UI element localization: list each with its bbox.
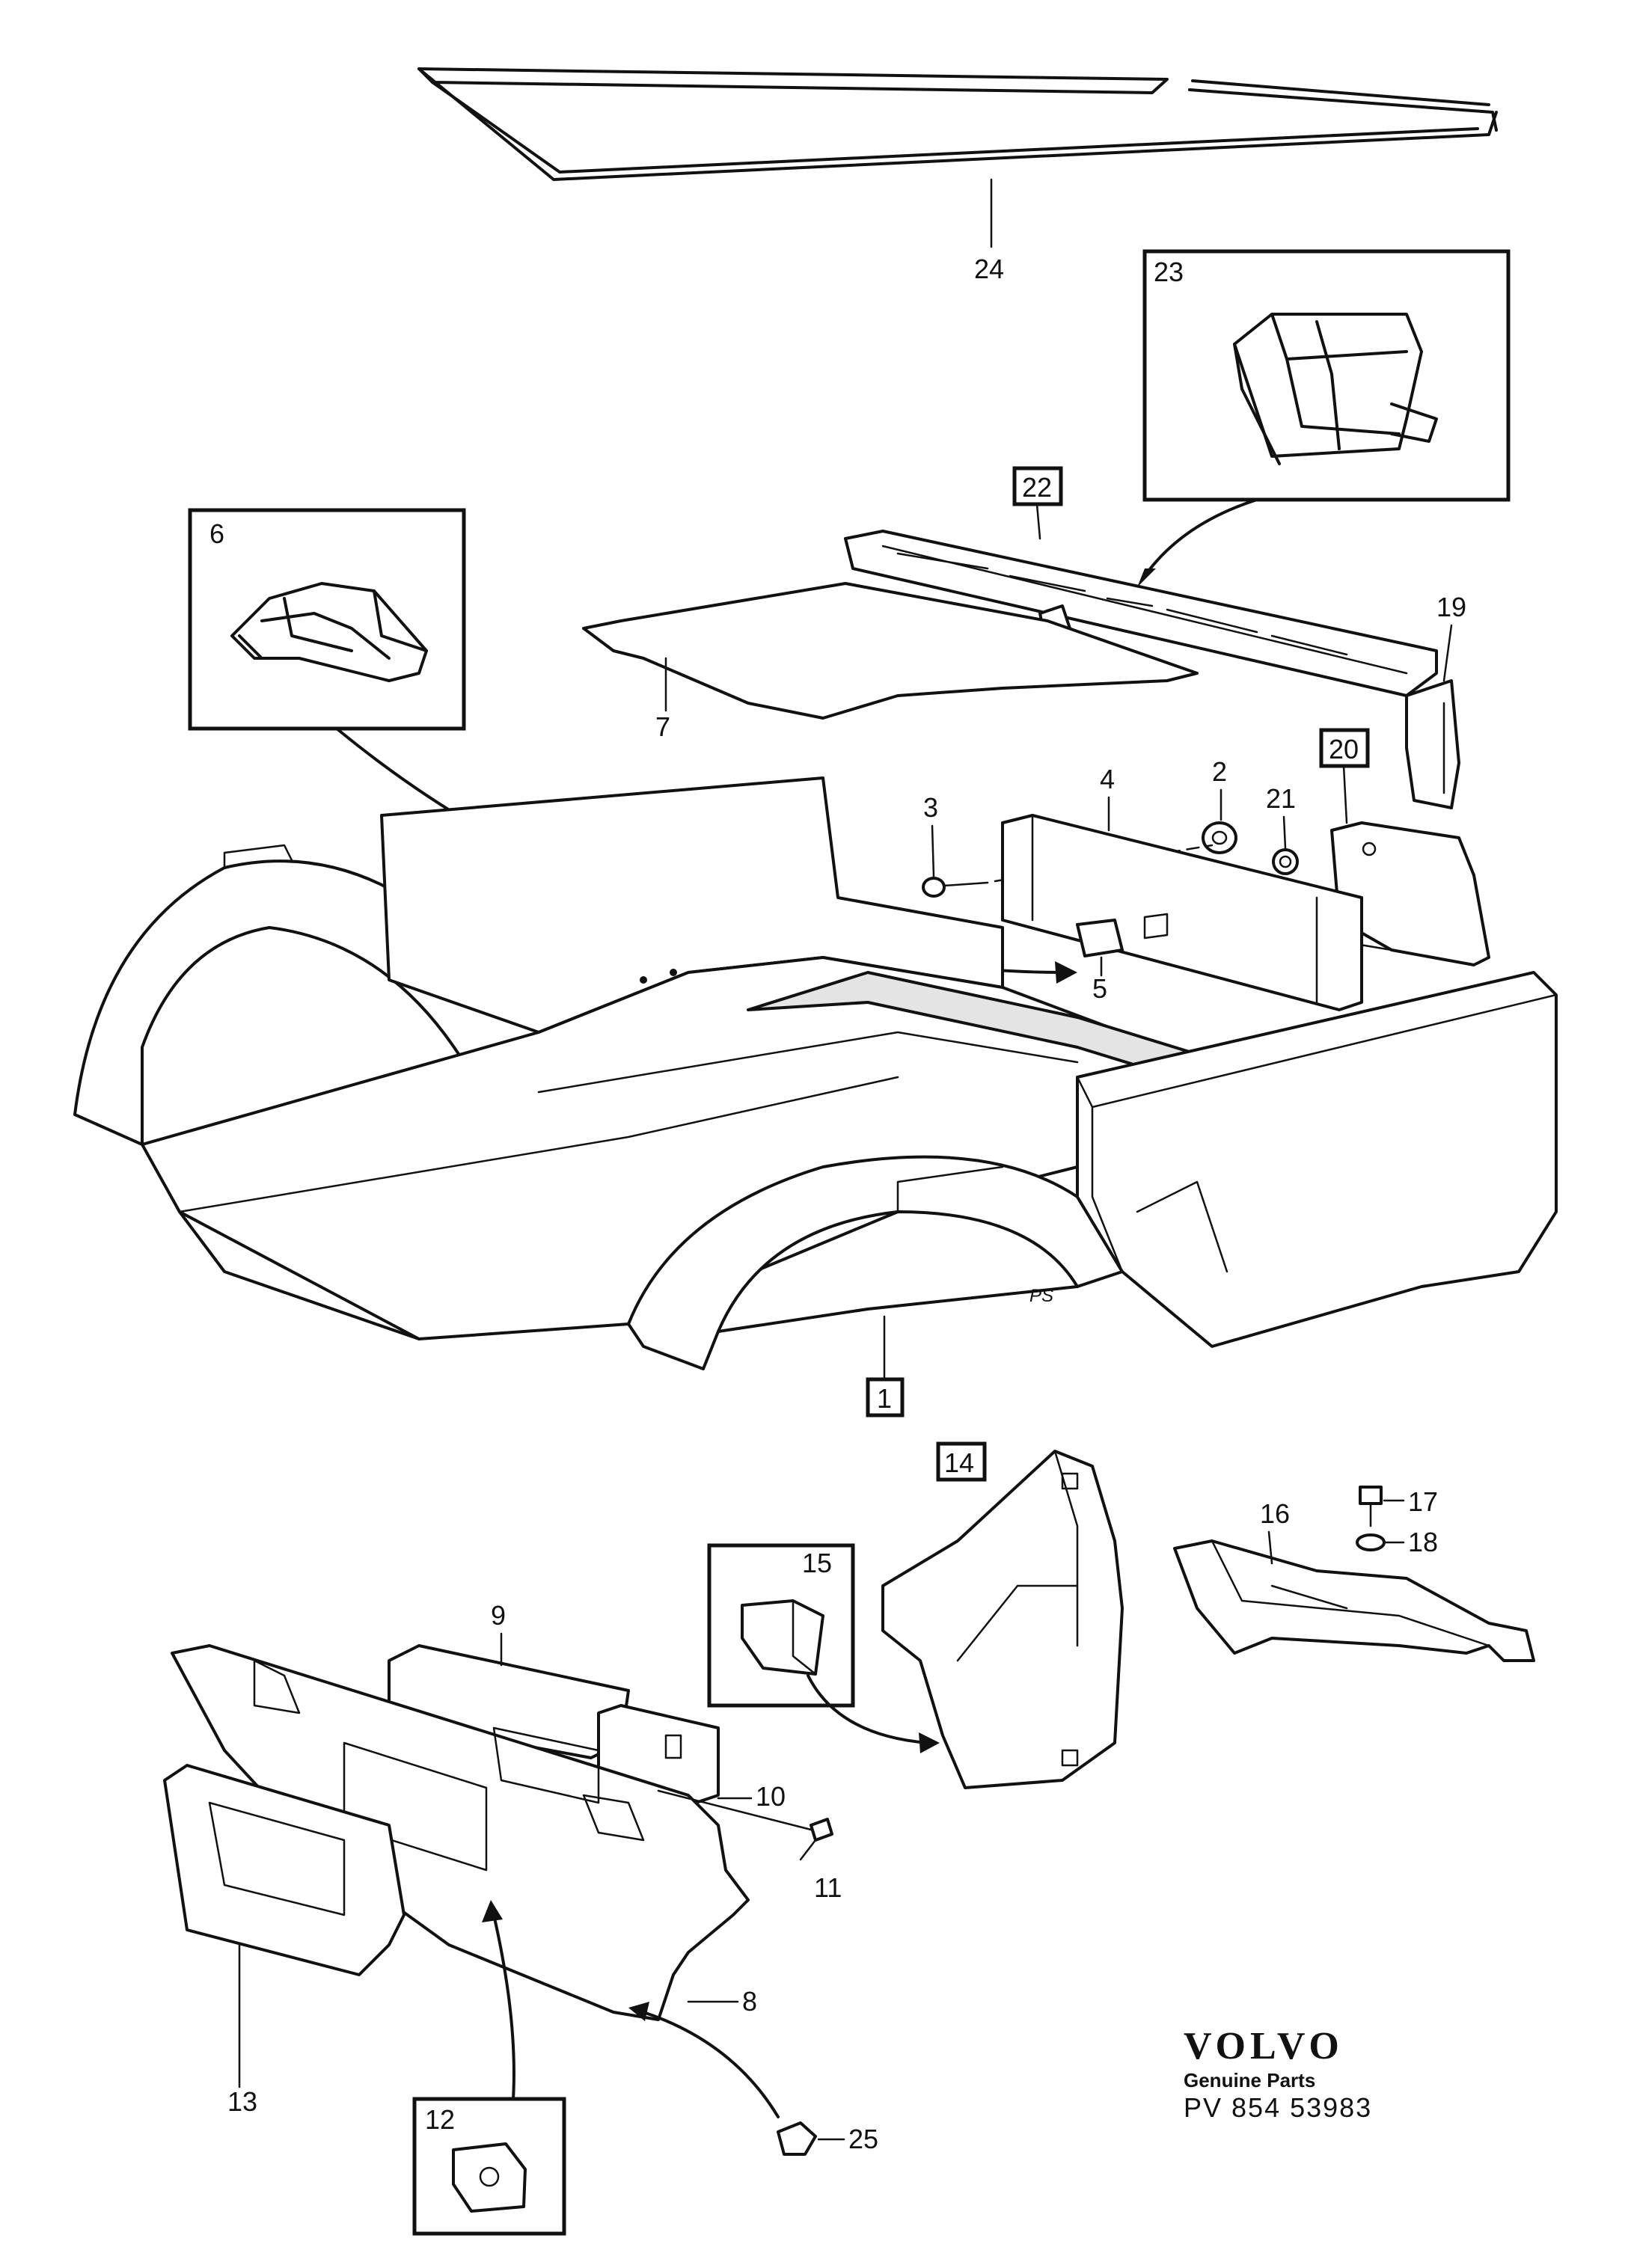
part-18-washer [1356, 1533, 1386, 1551]
leader-23 [1143, 498, 1258, 577]
callout-10: 10 [756, 1781, 786, 1812]
callout-16: 16 [1260, 1498, 1290, 1529]
part-17-bolt [1359, 1486, 1383, 1527]
branding-block: VOLVO Genuine Parts PV 854 53983 [1184, 2026, 1423, 2123]
part-13-cover [163, 1764, 406, 1976]
part-14-side-trim [881, 1450, 1124, 1789]
callout-17: 17 [1408, 1486, 1438, 1517]
callout-3: 3 [923, 792, 938, 823]
callout-4: 4 [1100, 764, 1115, 794]
callout-12: 12 [425, 2104, 455, 2135]
callout-15: 15 [802, 1548, 832, 1578]
part-4-board [1001, 814, 1363, 1011]
part-7-mat [582, 582, 1199, 720]
callout-box-14 [936, 1441, 987, 1482]
detail-box-23 [1142, 249, 1511, 502]
part-21-nut [1272, 848, 1299, 875]
callout-8: 8 [742, 1986, 757, 2017]
part-11-screw [657, 1789, 833, 1861]
detail-box-6 [188, 508, 466, 731]
callout-1: 1 [877, 1383, 892, 1414]
part-24-seal [417, 67, 1498, 248]
arrow-6 [1055, 961, 1077, 984]
part-2-grommet [1202, 821, 1237, 854]
detail-box-12 [412, 2097, 566, 2236]
part-25-clip [777, 2121, 817, 2156]
callout-5: 5 [1092, 973, 1107, 1004]
arrow-23 [1137, 568, 1156, 587]
part-19 [1405, 679, 1460, 809]
leader-15 [807, 1674, 929, 1744]
arrow-12 [482, 1900, 503, 1922]
part-5-clip [1076, 913, 1169, 957]
part-1-trunk-body [73, 776, 1558, 1370]
callout-20: 20 [1329, 734, 1359, 764]
arrow-25 [628, 2002, 649, 2021]
callout-13: 13 [227, 2086, 257, 2117]
callout-19: 19 [1436, 592, 1466, 622]
callout-23: 23 [1154, 257, 1184, 287]
callout-22: 22 [1022, 472, 1052, 503]
draftsman-signature: PS [1029, 1286, 1053, 1306]
callout-6: 6 [209, 518, 224, 549]
diagram-code: PV 854 53983 [1184, 2092, 1373, 2123]
leader-12 [492, 1913, 515, 2100]
callout-7: 7 [655, 711, 670, 742]
callout-25: 25 [848, 2124, 878, 2154]
leader-25 [642, 2011, 780, 2118]
callout-18: 18 [1408, 1527, 1438, 1557]
callout-14: 14 [944, 1447, 974, 1478]
callout-9: 9 [491, 1600, 506, 1631]
part-16-bracket [1173, 1539, 1535, 1662]
volvo-logo: VOLVO [1184, 2025, 1344, 2068]
callout-21: 21 [1266, 783, 1296, 814]
detail-box-15 [707, 1543, 855, 1708]
arrow-15 [919, 1732, 940, 1753]
callout-24: 24 [974, 254, 1004, 284]
callout-box-1 [866, 1377, 905, 1418]
callout-2: 2 [1212, 756, 1227, 787]
callout-11: 11 [814, 1872, 842, 1903]
genuine-parts-label: Genuine Parts [1184, 2069, 1316, 2091]
part-22-shelf [844, 530, 1438, 697]
